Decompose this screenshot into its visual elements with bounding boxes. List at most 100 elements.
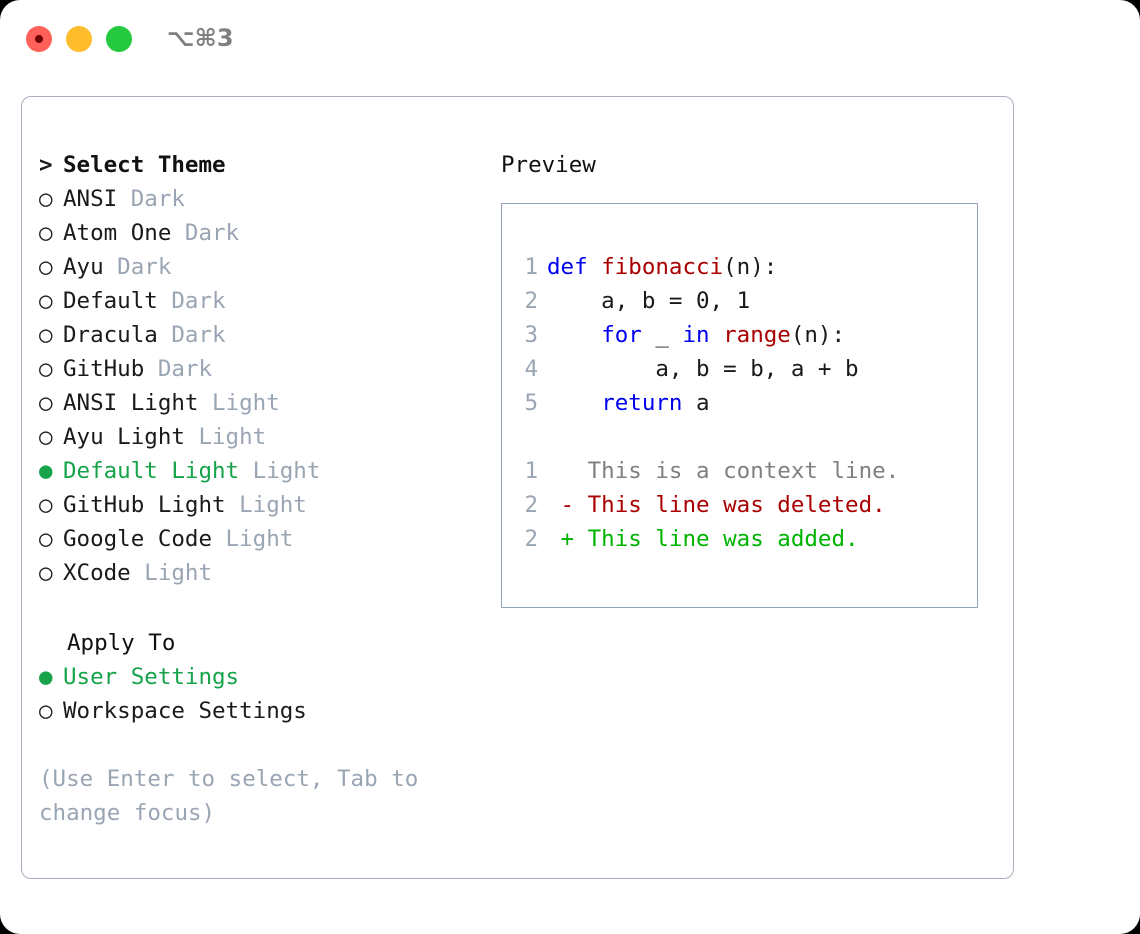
- theme-variant-tag: Light: [198, 390, 280, 416]
- theme-list-item[interactable]: ○GitHub Dark: [39, 352, 499, 386]
- radio-unselected-icon: ○: [39, 424, 53, 450]
- radio-unselected-icon: ○: [39, 186, 53, 212]
- theme-name: Google Code: [63, 526, 213, 552]
- theme-variant-tag: Dark: [144, 356, 213, 382]
- theme-list-item[interactable]: ○ GitHub Light Light: [39, 488, 499, 522]
- theme-list-item[interactable]: ○ Ayu Dark: [39, 250, 499, 284]
- keyboard-shortcut-label: ⌥⌘3: [167, 24, 234, 52]
- diff-text: This line was added.: [587, 526, 859, 552]
- maximize-window-button[interactable]: [106, 26, 132, 52]
- radio-unselected-icon: ○: [39, 698, 53, 724]
- theme-name: XCode: [63, 560, 131, 586]
- code-token: [547, 322, 601, 348]
- line-number: 5: [524, 390, 538, 416]
- apply-to-label: Apply To: [67, 630, 176, 656]
- minimize-window-button[interactable]: [66, 26, 92, 52]
- apply-to-option-label: Workspace Settings: [63, 698, 307, 724]
- radio-unselected-icon: ○: [39, 220, 53, 246]
- theme-name: Dracula: [63, 322, 158, 348]
- list-spacer: [39, 590, 499, 626]
- apply-to-option[interactable]: ●User Settings: [39, 660, 499, 694]
- code-token: _: [641, 322, 683, 348]
- theme-list-item[interactable]: ●Default Light Light: [39, 454, 499, 488]
- code-diff-separator: [514, 420, 899, 454]
- diff-marker: -: [547, 492, 588, 518]
- diff-text: This is a context line.: [587, 458, 900, 484]
- line-number: 1: [524, 254, 538, 280]
- theme-name: ANSI: [63, 186, 118, 212]
- theme-name: Default: [63, 288, 158, 314]
- code-token: in: [682, 322, 710, 348]
- radio-unselected-icon: ○: [39, 560, 53, 586]
- code-token: range: [723, 322, 791, 348]
- theme-list-item[interactable]: ○ ANSI Light Light: [39, 386, 499, 420]
- theme-name: GitHub Light: [63, 492, 226, 518]
- apply-to-option-label: User Settings: [63, 664, 240, 690]
- line-number: 2: [524, 288, 538, 314]
- diff-line: 2 - This line was deleted.: [514, 488, 899, 522]
- code-line: 3 for _ in range(n):: [514, 318, 899, 352]
- line-number: 3: [524, 322, 538, 348]
- theme-list-item[interactable]: ○ Google Code Light: [39, 522, 499, 556]
- select-theme-header: > Select Theme: [39, 148, 499, 182]
- theme-variant-tag: Light: [184, 424, 267, 450]
- code-token: return: [601, 390, 683, 416]
- select-theme-title: Select Theme: [63, 152, 226, 178]
- line-number: 4: [524, 356, 538, 382]
- radio-unselected-icon: ○: [39, 254, 53, 280]
- radio-unselected-icon: ○: [39, 526, 53, 552]
- diff-line: 2 + This line was added.: [514, 522, 899, 556]
- theme-name: Atom One: [63, 220, 172, 246]
- theme-variant-tag: Dark: [157, 288, 226, 314]
- code-token: fibonacci: [601, 254, 724, 280]
- diff-marker: +: [547, 526, 588, 552]
- theme-variant-tag: Light: [212, 526, 294, 552]
- code-line: 2 a, b = 0, 1: [514, 284, 899, 318]
- theme-name: Ayu: [63, 254, 104, 280]
- theme-list-item[interactable]: ○ Dracula Dark: [39, 318, 499, 352]
- code-token: a, b = 0, 1: [547, 288, 751, 314]
- keyboard-hint-line-1: (Use Enter to select, Tab to: [39, 766, 419, 792]
- theme-variant-tag: Light: [130, 560, 213, 586]
- theme-list-item[interactable]: ○ Atom One Dark: [39, 216, 499, 250]
- title-bar: ⌥⌘3: [0, 0, 1140, 78]
- apply-to-list: ●User Settings ○ Workspace Settings: [39, 660, 499, 728]
- line-number: 2: [524, 526, 538, 552]
- theme-list: ○ ANSI Dark ○ Atom One Dark ○ Ayu Dark ○ Defaul…: [39, 182, 499, 590]
- recording-indicator-icon: [35, 35, 43, 43]
- theme-variant-tag: Dark: [157, 322, 226, 348]
- keyboard-hint-line-2: change focus): [39, 800, 216, 826]
- radio-unselected-icon: ○: [39, 492, 53, 518]
- diff-text: This line was deleted.: [587, 492, 886, 518]
- theme-list-item[interactable]: ○ ANSI Dark: [39, 182, 499, 216]
- theme-name: Ayu Light: [63, 424, 185, 450]
- theme-list-column: > Select Theme ○ANSI Dark○Atom One Dark○…: [39, 148, 499, 830]
- theme-variant-tag: Dark: [103, 254, 172, 280]
- apply-to-option[interactable]: ○ Workspace Settings: [39, 694, 499, 728]
- theme-variant-tag: Dark: [117, 186, 185, 212]
- keyboard-hint: (Use Enter to select, Tab to change focu…: [39, 762, 449, 830]
- prompt-caret-icon: >: [39, 152, 53, 178]
- theme-name: ANSI Light: [63, 390, 199, 416]
- theme-variant-tag: Dark: [171, 220, 240, 246]
- radio-unselected-icon: ○: [39, 288, 53, 314]
- code-token: [547, 390, 601, 416]
- code-token: a: [682, 390, 710, 416]
- code-line: 5 return a: [514, 386, 899, 420]
- theme-list-item[interactable]: ○ Ayu Light Light: [39, 420, 499, 454]
- theme-variant-tag: Light: [225, 492, 307, 518]
- theme-list-item[interactable]: ○ Default Dark: [39, 284, 499, 318]
- radio-unselected-icon: ○: [39, 390, 53, 416]
- diff-marker: [547, 458, 588, 484]
- radio-selected-icon: ●: [39, 458, 53, 484]
- theme-variant-tag: Light: [239, 458, 321, 484]
- code-token: (n):: [790, 322, 846, 348]
- code-token: for: [601, 322, 642, 348]
- radio-unselected-icon: ○: [39, 322, 53, 348]
- theme-list-item[interactable]: ○ XCode Light: [39, 556, 499, 590]
- hint-spacer: [39, 728, 499, 762]
